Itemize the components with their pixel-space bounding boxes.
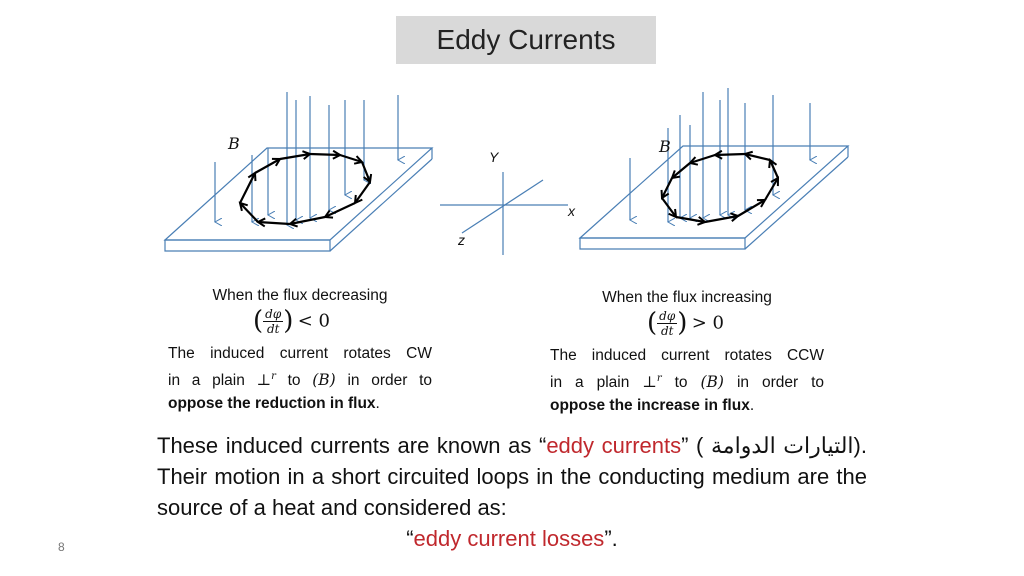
right-caption-title: When the flux increasing <box>602 289 772 306</box>
left-caption-title: When the flux decreasing <box>212 287 388 304</box>
right-perp-symbol: ⊥r <box>642 373 662 392</box>
right-ineq-numerator: dφ <box>657 308 678 324</box>
right-field-label: B <box>659 137 671 156</box>
left-description: The induced current rotates CW in a plai… <box>168 342 432 415</box>
right-desc-line1: The induced current rotates CCW <box>550 347 824 364</box>
axis-y-label: Y <box>489 149 499 165</box>
right-desc-in-order: in order to <box>736 374 825 392</box>
left-desc-B: (B) <box>312 371 336 390</box>
left-desc-line3: oppose the reduction in flux. <box>168 395 380 413</box>
axis-z-label: z <box>458 232 465 248</box>
left-field-label: B <box>228 134 240 153</box>
left-desc-line1: The induced current rotates CW <box>168 345 432 362</box>
right-desc-B: (B) <box>700 373 724 392</box>
left-desc-line2: in a plain ⊥r to (B) in order to <box>168 365 432 392</box>
left-current-loop-cw <box>240 154 370 224</box>
right-desc-line3: oppose the increase in flux. <box>550 397 755 415</box>
eddy-currents-term: eddy currents <box>546 433 682 458</box>
left-ineq-relation: < 0 <box>297 310 330 332</box>
left-ineq-denominator: dt <box>266 321 280 336</box>
left-ineq-numerator: dφ <box>263 306 284 322</box>
right-desc-line2: in a plain ⊥r to (B) in order to <box>550 367 824 394</box>
right-current-loop-ccw <box>662 154 778 222</box>
slide-title-box: Eddy Currents <box>396 16 656 64</box>
paragraph-text-1: These induced currents are known as “ <box>157 433 547 458</box>
right-description: The induced current rotates CCW in a pla… <box>550 344 824 417</box>
right-desc-plain: in a plain <box>550 374 630 392</box>
paragraph-text-2: ” ( التيارات الدوامة). Their motion in a… <box>157 433 867 520</box>
right-desc-to: to <box>674 374 688 392</box>
left-perp-symbol: ⊥r <box>256 371 276 390</box>
axis-x-label: x <box>568 203 575 219</box>
slide-title: Eddy Currents <box>436 24 616 55</box>
right-plate <box>578 145 850 250</box>
losses-line: “eddy current losses”. <box>406 526 618 551</box>
page-number: 8 <box>58 540 65 554</box>
left-desc-to: to <box>287 372 301 390</box>
left-plate <box>163 147 434 252</box>
eddy-current-losses-term: eddy current losses <box>413 526 605 551</box>
right-ineq-relation: > 0 <box>691 312 724 334</box>
coordinate-axes <box>440 172 568 255</box>
right-ineq-denominator: dt <box>660 323 674 338</box>
left-desc-plain: in a plain <box>168 372 245 390</box>
body-paragraph: These induced currents are known as “edd… <box>157 430 867 554</box>
left-desc-in-order: in order to <box>347 372 433 390</box>
